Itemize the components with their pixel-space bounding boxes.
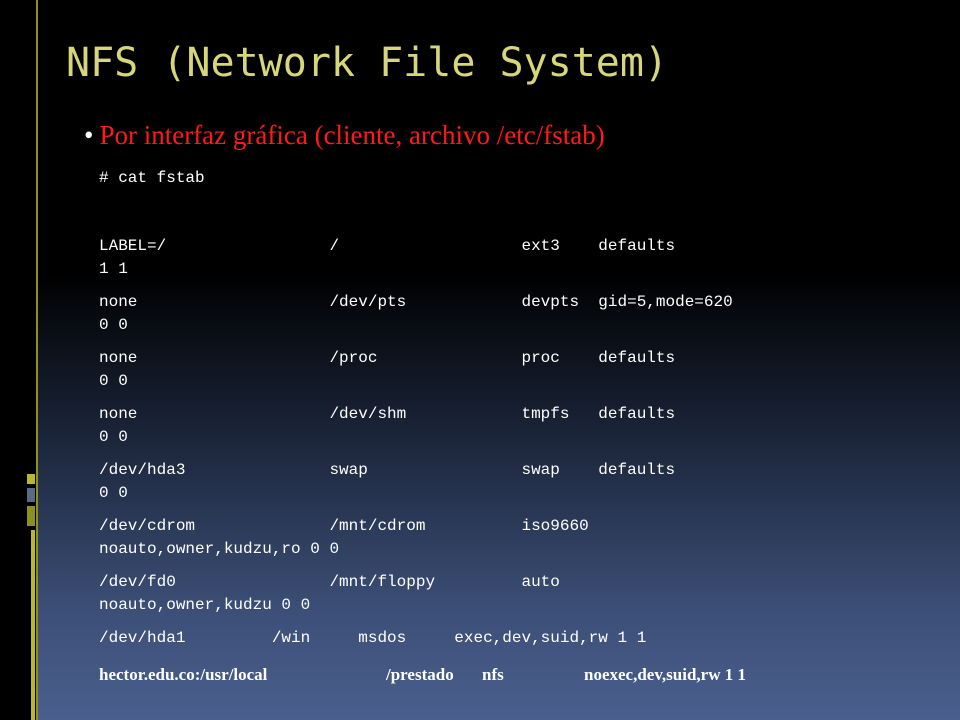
page-title: NFS (Network File System) xyxy=(66,40,669,86)
fstab-row-line2: 1 1 xyxy=(99,260,128,278)
nfs-mount-point: /prestado xyxy=(386,665,454,684)
command-line: # cat fstab xyxy=(99,169,205,187)
nfs-options: noexec,dev,suid,rw 1 1 xyxy=(584,665,746,684)
fstab-row-line2: 0 0 xyxy=(99,372,128,390)
accent-bar xyxy=(27,488,35,502)
fstab-row-line2: noauto,owner,kudzu,ro 0 0 xyxy=(99,540,340,558)
accent-bar xyxy=(27,474,35,484)
nfs-source: hector.edu.co:/usr/local xyxy=(99,665,268,684)
accent-bar xyxy=(27,506,35,526)
left-border-rule xyxy=(36,0,38,720)
bullet-item: •Por interfaz gráfica (cliente, archivo … xyxy=(84,120,605,151)
nfs-type: nfs xyxy=(482,665,504,684)
fstab-row-line1: /dev/hda3 swap swap defaults xyxy=(99,461,676,479)
fstab-row-line2: 0 0 xyxy=(99,428,128,446)
title-decoration-icon xyxy=(15,8,40,120)
fstab-row-line1: none /dev/pts devpts gid=5,mode=620 xyxy=(99,293,733,311)
bullet-text: Por interfaz gráfica (cliente, archivo /… xyxy=(99,120,605,150)
accent-bar xyxy=(31,530,35,720)
bullet-dot-icon: • xyxy=(84,120,94,150)
fstab-row-line1: /dev/cdrom /mnt/cdrom iso9660 xyxy=(99,517,589,535)
fstab-row-line1: none /dev/shm tmpfs defaults xyxy=(99,405,676,423)
fstab-row-line1: /dev/fd0 /mnt/floppy auto xyxy=(99,573,560,591)
fstab-row-line2: 0 0 xyxy=(99,316,128,334)
fstab-row-line2: noauto,owner,kudzu 0 0 xyxy=(99,596,311,614)
fstab-row-hda1: /dev/hda1 /win msdos exec,dev,suid,rw 1 … xyxy=(99,629,647,647)
fstab-row-line1: LABEL=/ / ext3 defaults xyxy=(99,237,676,255)
fstab-row-line1: none /proc proc defaults xyxy=(99,349,676,367)
fstab-row-line2: 0 0 xyxy=(99,484,128,502)
